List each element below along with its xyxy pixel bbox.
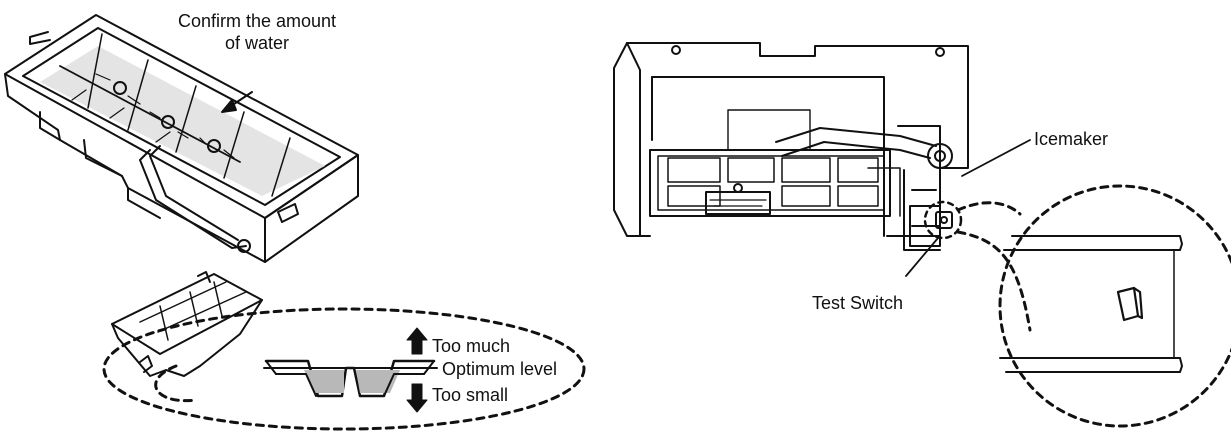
ice-tray-illustration bbox=[4, 14, 359, 263]
too-small-label: Too small bbox=[432, 385, 509, 405]
too-much-label: Too much bbox=[432, 336, 511, 356]
magnified-switch-detail bbox=[999, 235, 1183, 373]
water-level-cross-section bbox=[263, 359, 438, 398]
confirm-water-line2: of water bbox=[224, 33, 290, 53]
test-switch-label: Test Switch bbox=[812, 293, 904, 313]
magnifier-leader-top bbox=[956, 201, 1022, 216]
magnifier-circle bbox=[998, 184, 1231, 428]
test-switch-highlight bbox=[923, 200, 963, 240]
icemaker-leader bbox=[961, 139, 1031, 177]
test-switch-leader bbox=[905, 237, 939, 277]
confirm-water-label: Confirm the amount of water bbox=[152, 10, 362, 54]
up-arrow-icon bbox=[406, 327, 428, 355]
down-arrow-icon bbox=[406, 383, 428, 413]
small-tray-illustration bbox=[111, 271, 263, 377]
magnifier-leader-bottom bbox=[956, 230, 1032, 332]
confirm-water-line1: Confirm the amount bbox=[177, 11, 337, 31]
icemaker-unit-illustration bbox=[613, 42, 969, 251]
icemaker-label: Icemaker bbox=[1034, 129, 1109, 149]
detail-ellipse-left bbox=[102, 307, 586, 431]
detail-leader-left bbox=[154, 364, 198, 403]
optimum-level-label: Optimum level bbox=[442, 359, 558, 379]
